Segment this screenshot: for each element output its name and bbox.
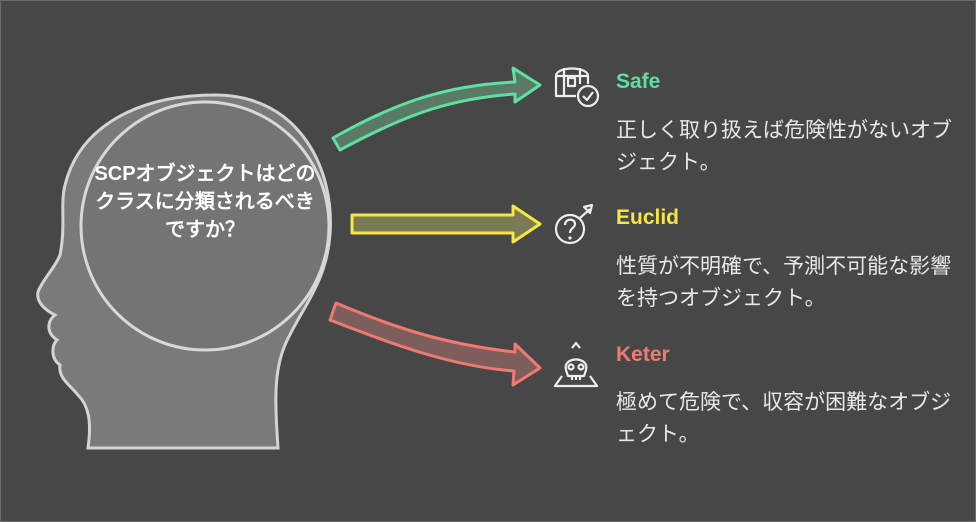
arrow-euclid bbox=[350, 204, 542, 244]
class-description-safe: 正しく取り扱えば危険性がないオブジェクト。 bbox=[616, 118, 952, 174]
class-description-euclid: 性質が不明確で、予測不可能な影響を持つオブジェクト。 bbox=[616, 254, 952, 310]
treasure-chest-check-icon bbox=[554, 67, 600, 108]
arrow-keter bbox=[328, 301, 542, 387]
thought-circle bbox=[79, 100, 331, 352]
class-title-keter: Keter bbox=[616, 343, 670, 366]
arrow-safe bbox=[331, 66, 542, 152]
class-title-euclid: Euclid bbox=[616, 206, 680, 229]
class-description-keter: 極めて危険で、収容が困難なオブジェクト。 bbox=[616, 390, 952, 446]
question-circle-arrow-icon bbox=[554, 203, 594, 245]
class-title-safe: Safe bbox=[616, 70, 661, 93]
skull-warning-icon bbox=[553, 342, 599, 388]
central-question: SCPオブジェクトはどのクラスに分類されるべきですか？ bbox=[94, 163, 316, 241]
